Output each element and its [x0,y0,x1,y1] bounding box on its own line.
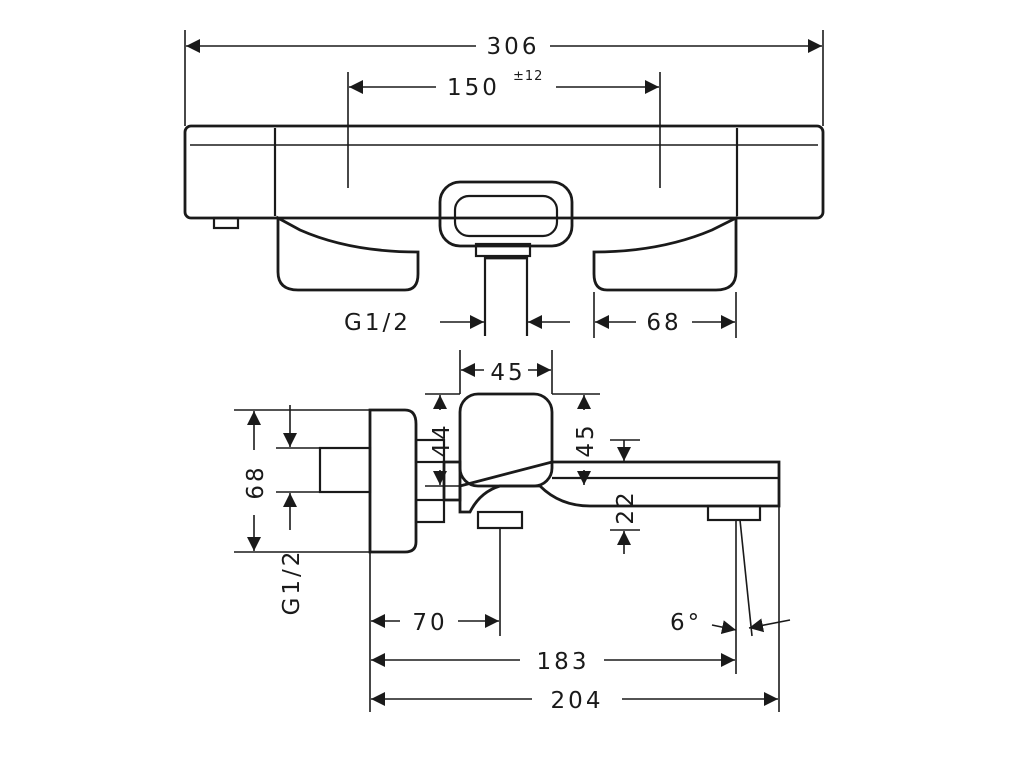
dim-label-45-top: 45 [490,360,525,386]
dim-label-150-tolerance: ±12 [513,69,543,84]
dim-label-70: 70 [412,610,447,636]
wall-plate [368,408,418,554]
ext-line-angle [739,519,753,637]
mounting-foot [212,216,240,230]
wall-connector [318,446,372,494]
dim-label-306: 306 [487,34,540,60]
dim-label-68-side: 68 [243,464,269,499]
outlet-connector [474,242,532,258]
dim-arrow-angle-right [748,618,791,633]
control-cube [458,392,554,488]
dim-label-68-top: 68 [646,310,681,336]
center-control-outer [438,180,574,248]
dim-arrow-angle-left [711,620,737,634]
dim-label-g12-top: G1/2 [344,310,411,336]
dim-label-g12-side: G1/2 [279,549,305,616]
nut-lower [414,498,446,524]
left-handle [276,215,420,292]
dim-label-44: 44 [429,422,455,457]
dim-label-204: 204 [551,688,604,714]
nut-upper [414,438,446,464]
center-control-inner [453,194,559,238]
spout [458,460,781,514]
mixer-body-side [442,460,462,502]
dim-label-183: 183 [537,649,590,675]
dim-label-angle: 6° [670,610,702,636]
mixer-body-outline [183,124,825,220]
right-handle [592,215,738,292]
aerator [706,504,762,522]
side-view: 45 44 45 22 68 G1/2 [234,350,791,714]
valve-stem [476,510,524,530]
dim-label-150: 150 [447,75,500,101]
dim-label-45-right: 45 [573,422,599,457]
dim-label-22: 22 [613,489,639,524]
top-view: 306 150 ±12 G1/2 68 [183,30,825,338]
